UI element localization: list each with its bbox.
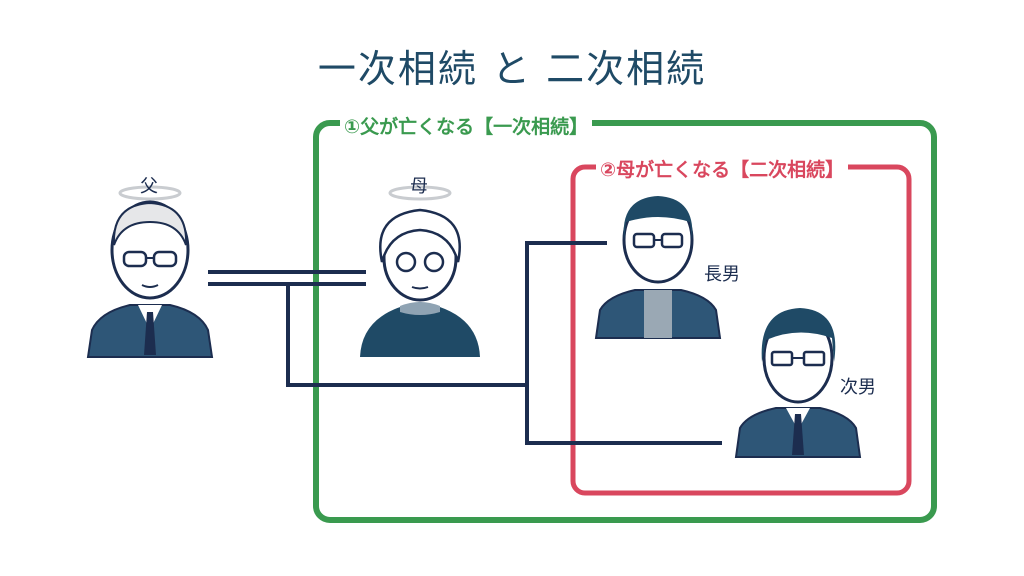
children-branch-line [286, 284, 527, 387]
mother-illustration [360, 185, 480, 357]
father-illustration [86, 185, 214, 358]
halo-icon [118, 185, 182, 201]
secondary-inheritance-label: ②母が亡くなる【二次相続】 [596, 155, 849, 182]
family-tree-lines [208, 241, 722, 445]
eldest-son-label: 長男 [704, 264, 740, 285]
page-title: 一次相続 と 二次相続 [317, 47, 707, 91]
eldest-son-illustration [594, 196, 722, 339]
children-connector-line [525, 241, 722, 445]
second-son-illustration [734, 308, 862, 458]
father-label: 父 [140, 176, 158, 197]
halo-icon [388, 185, 452, 201]
second-son-label: 次男 [840, 377, 876, 398]
primary-inheritance-label: ①父が亡くなる【一次相続】 [340, 112, 593, 139]
mother-label: 母 [410, 176, 428, 197]
primary-inheritance-box [313, 120, 937, 523]
